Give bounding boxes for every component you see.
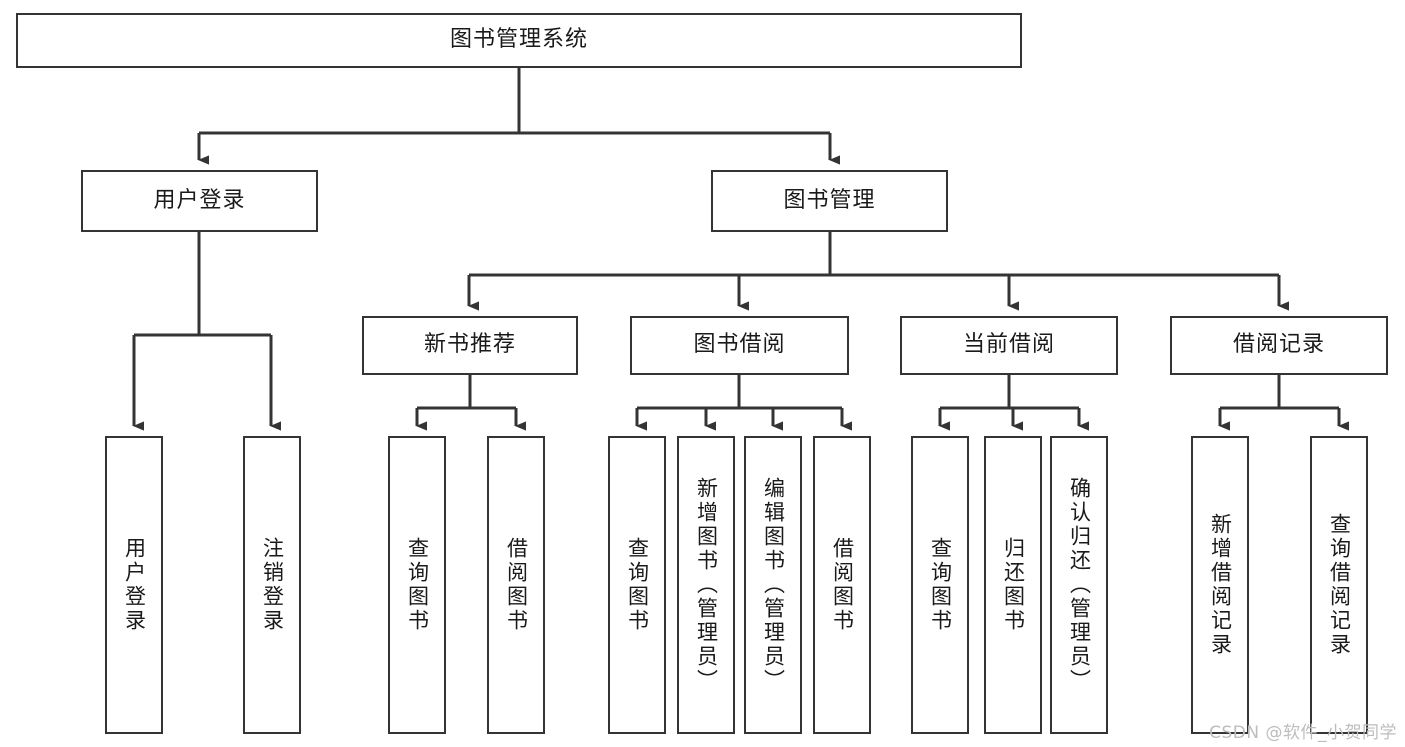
node-book-manage[interactable]: 图书管理 (711, 170, 948, 232)
node-current-borrow-label: 当前借阅 (962, 332, 1055, 358)
node-leaf-query-borrow-record[interactable]: 查询借阅记录 (1310, 436, 1368, 734)
node-leaf-query-borrow-record-label: 查询借阅记录 (1327, 513, 1352, 657)
node-current-borrow[interactable]: 当前借阅 (900, 316, 1118, 375)
node-root-label: 图书管理系统 (449, 27, 588, 53)
node-leaf-query-book-3[interactable]: 查询图书 (911, 436, 969, 734)
node-leaf-logout-login[interactable]: 注销登录 (243, 436, 301, 734)
node-borrow-record-label: 借阅记录 (1232, 332, 1325, 358)
node-leaf-query-book-1[interactable]: 查询图书 (388, 436, 446, 734)
node-leaf-borrow-book-2-label: 借阅图书 (830, 537, 855, 633)
node-leaf-query-book-3-label: 查询图书 (928, 537, 953, 633)
node-leaf-user-login-label: 用户登录 (122, 537, 147, 633)
node-leaf-borrow-book-1-label: 借阅图书 (504, 537, 529, 633)
node-book-borrow-label: 图书借阅 (693, 332, 786, 358)
csdn-watermark: CSDN @软件_小贺同学 (1209, 723, 1397, 743)
node-leaf-query-book-1-label: 查询图书 (405, 537, 430, 633)
node-leaf-add-book-admin[interactable]: 新增图书（管理员） (677, 436, 735, 734)
node-leaf-return-book[interactable]: 归还图书 (984, 436, 1042, 734)
node-borrow-record[interactable]: 借阅记录 (1170, 316, 1388, 375)
node-leaf-logout-login-label: 注销登录 (260, 537, 285, 633)
node-leaf-add-borrow-record-label: 新增借阅记录 (1208, 513, 1233, 657)
node-book-manage-label: 图书管理 (783, 187, 876, 213)
node-leaf-borrow-book-1[interactable]: 借阅图书 (487, 436, 545, 734)
node-root[interactable]: 图书管理系统 (16, 13, 1022, 68)
node-new-book-recommend-label: 新书推荐 (423, 332, 516, 358)
node-leaf-query-book-2[interactable]: 查询图书 (608, 436, 666, 734)
node-user-login-label: 用户登录 (153, 187, 246, 213)
node-leaf-edit-book-admin[interactable]: 编辑图书（管理员） (744, 436, 802, 734)
node-new-book-recommend[interactable]: 新书推荐 (362, 316, 578, 375)
node-leaf-return-book-label: 归还图书 (1001, 537, 1026, 633)
node-user-login[interactable]: 用户登录 (81, 170, 318, 232)
node-leaf-query-book-2-label: 查询图书 (625, 537, 650, 633)
node-leaf-confirm-return-admin[interactable]: 确认归还（管理员） (1050, 436, 1108, 734)
node-leaf-add-borrow-record[interactable]: 新增借阅记录 (1191, 436, 1249, 734)
node-leaf-edit-book-admin-label: 编辑图书（管理员） (761, 477, 786, 693)
node-leaf-confirm-return-admin-label: 确认归还（管理员） (1067, 477, 1092, 693)
node-leaf-user-login[interactable]: 用户登录 (105, 436, 163, 734)
node-leaf-add-book-admin-label: 新增图书（管理员） (694, 477, 719, 693)
node-leaf-borrow-book-2[interactable]: 借阅图书 (813, 436, 871, 734)
node-book-borrow[interactable]: 图书借阅 (630, 316, 849, 375)
